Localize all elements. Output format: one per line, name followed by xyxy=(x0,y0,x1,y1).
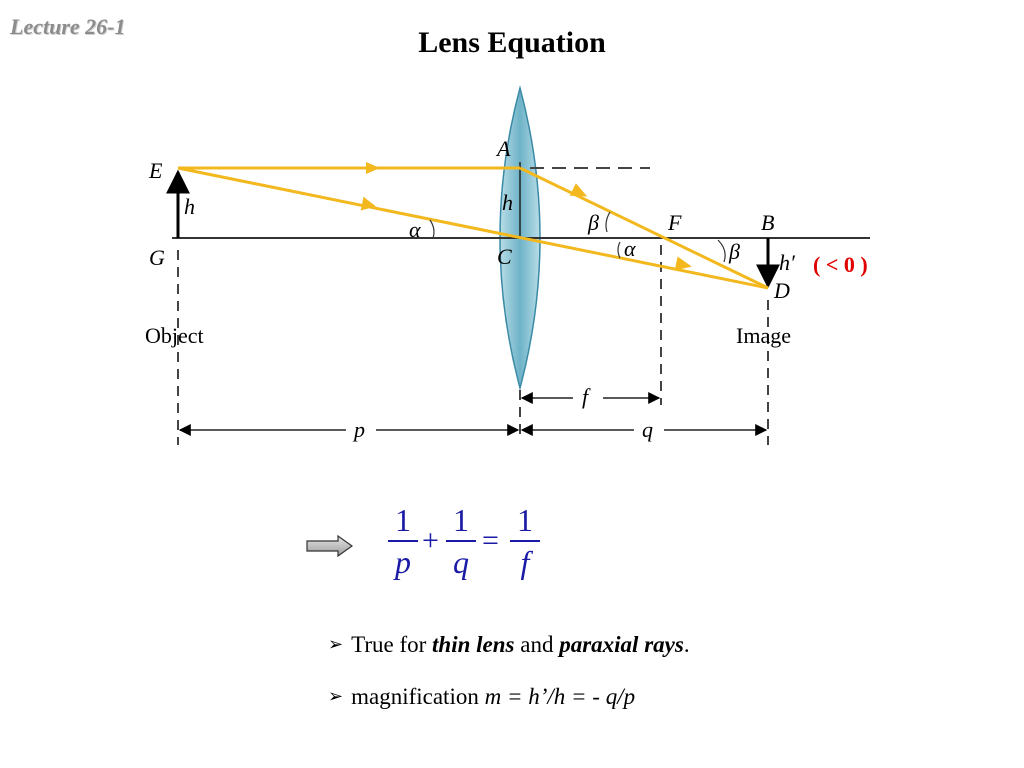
label-beta-2: β xyxy=(728,239,740,264)
negative-note: ( < 0 ) xyxy=(813,252,868,277)
bullet-magnification: ➢ magnification m = h’/h = - q/p xyxy=(328,684,635,710)
slide-title: Lens Equation xyxy=(418,26,606,59)
equals-sign: = xyxy=(482,524,499,557)
bullet-thin-lens: ➢ True for thin lens and paraxial rays. xyxy=(328,632,690,658)
bullet-arrow-icon: ➢ xyxy=(328,634,344,654)
denominator: f xyxy=(520,544,530,580)
bullet-text: . xyxy=(683,632,690,657)
numerator: 1 xyxy=(453,502,469,538)
numerator: 1 xyxy=(395,502,411,538)
lens-ray-diagram: E h G Object A h C α β F α B β h′ D Imag… xyxy=(145,85,870,445)
bullet-emphasis: paraxial rays xyxy=(559,632,684,657)
plus-sign: + xyxy=(422,524,439,557)
label-A: A xyxy=(495,136,511,161)
denominator: q xyxy=(453,544,469,580)
label-B: B xyxy=(761,210,774,235)
label-p: p xyxy=(352,417,365,442)
label-F: F xyxy=(667,210,682,235)
label-h-lens: h xyxy=(502,190,513,215)
lecture-label: Lecture 26-1 xyxy=(10,14,126,39)
lens-equation: 1 p + 1 q = 1 f xyxy=(380,500,550,595)
bullet-emphasis: thin lens xyxy=(432,632,515,657)
label-alpha-2: α xyxy=(624,236,636,261)
label-D: D xyxy=(773,278,790,303)
light-rays xyxy=(177,166,769,290)
label-object: Object xyxy=(145,323,204,348)
label-h-object: h xyxy=(184,194,195,219)
label-h-prime: h′ xyxy=(779,250,796,275)
bullet-text: magnification xyxy=(351,684,485,709)
numerator: 1 xyxy=(517,502,533,538)
implies-arrow-icon xyxy=(306,535,354,557)
label-beta-1: β xyxy=(587,210,599,235)
label-C: C xyxy=(497,244,512,269)
label-alpha-1: α xyxy=(409,217,421,242)
bullet-arrow-icon: ➢ xyxy=(328,686,344,706)
fraction-1-over-q: 1 q xyxy=(444,504,478,578)
denominator: p xyxy=(395,544,411,580)
label-image: Image xyxy=(736,323,791,348)
bullet-text: and xyxy=(514,632,560,657)
bullet-text: True for xyxy=(351,632,433,657)
ray-direction-arrows xyxy=(360,162,692,271)
magnification-formula: m = h’/h = - q/p xyxy=(484,684,636,709)
label-E: E xyxy=(148,158,163,183)
fraction-1-over-p: 1 p xyxy=(386,504,420,578)
fraction-1-over-f: 1 f xyxy=(508,504,542,578)
label-q: q xyxy=(642,417,653,442)
angle-arcs xyxy=(429,211,726,263)
label-f: f xyxy=(582,384,591,409)
label-G: G xyxy=(149,245,165,270)
